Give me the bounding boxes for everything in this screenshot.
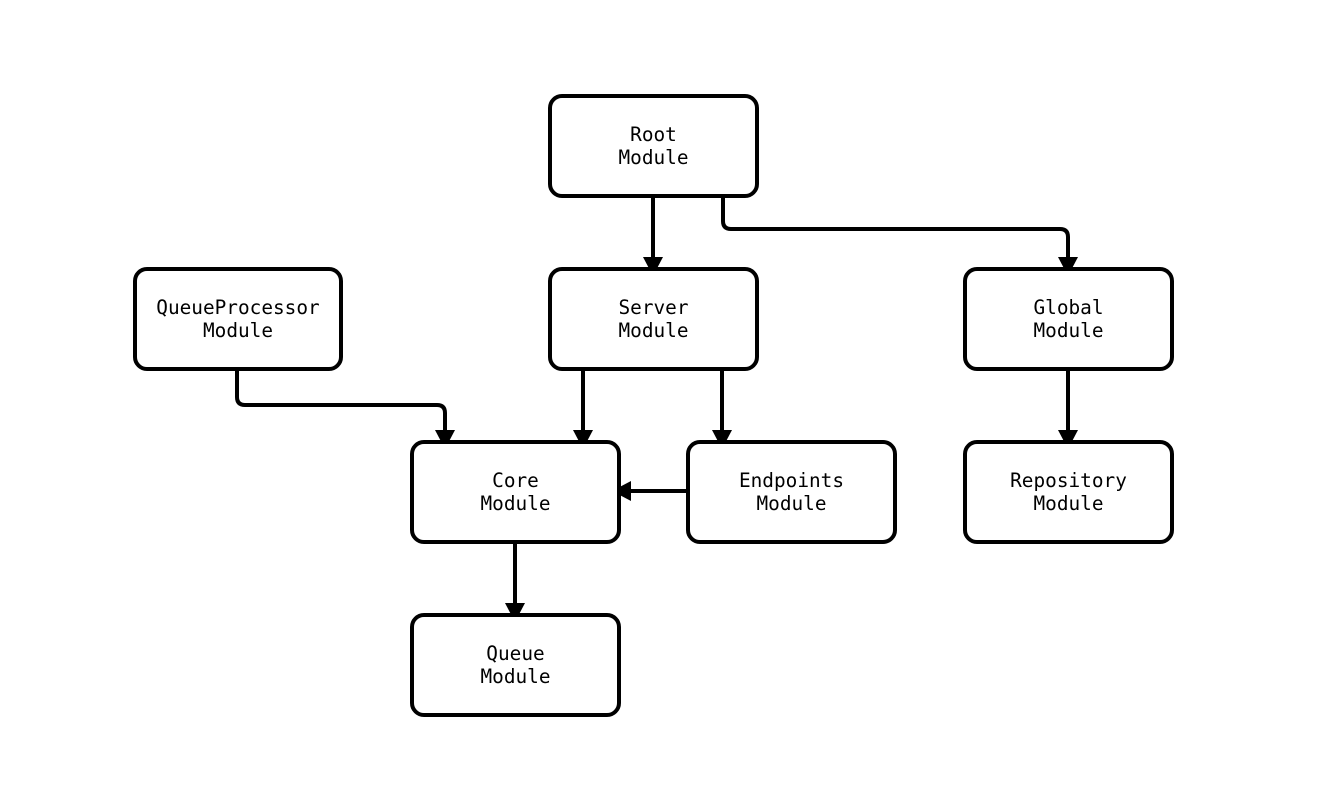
node-root[interactable]: Root Module bbox=[548, 94, 759, 198]
node-global-label: Global Module bbox=[1033, 296, 1104, 342]
node-queue-label: Queue Module bbox=[480, 642, 551, 688]
node-repository-label: Repository Module bbox=[1010, 469, 1127, 515]
node-queueprocessor-label: QueueProcessor Module bbox=[156, 296, 320, 342]
node-endpoints[interactable]: Endpoints Module bbox=[686, 440, 897, 544]
node-endpoints-label: Endpoints Module bbox=[738, 469, 845, 515]
node-server[interactable]: Server Module bbox=[548, 267, 759, 371]
node-root-label: Root Module bbox=[618, 123, 689, 169]
node-queue[interactable]: Queue Module bbox=[410, 613, 621, 717]
node-global[interactable]: Global Module bbox=[963, 267, 1174, 371]
node-server-label: Server Module bbox=[618, 296, 689, 342]
node-queueprocessor[interactable]: QueueProcessor Module bbox=[133, 267, 343, 371]
edge-queueprocessor-core bbox=[235, 371, 447, 430]
edge-root-global bbox=[721, 198, 1070, 257]
node-core[interactable]: Core Module bbox=[410, 440, 621, 544]
node-core-label: Core Module bbox=[480, 469, 551, 515]
node-repository[interactable]: Repository Module bbox=[963, 440, 1174, 544]
edges-group bbox=[235, 198, 1070, 603]
